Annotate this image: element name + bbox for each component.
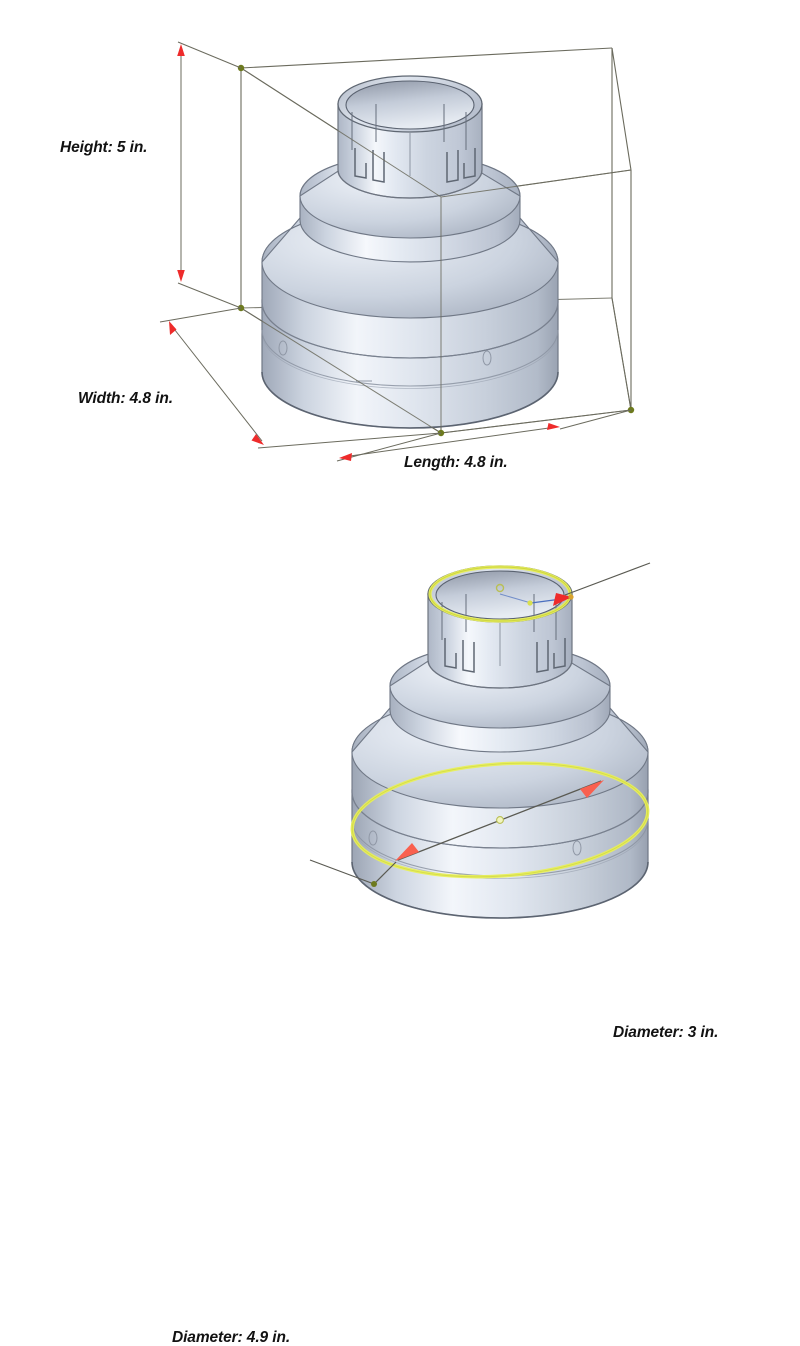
dimension-label-diameter-bottom: Diameter: 4.9 in. [172,1329,291,1346]
bayonet-tab-left [354,148,385,183]
bayonet-tab-right [536,638,566,673]
leader-line-diameter-bottom [309,859,397,887]
dimension-length [336,409,632,462]
bayonet-slot-group [351,104,467,150]
bayonet-tab-left [444,638,475,673]
part-model-reducer [261,75,559,429]
diameter-highlight-bottom [350,761,650,879]
dimension-label-diameter-top: Diameter: 3 in. [613,1024,719,1041]
surface-detail-marks [278,340,492,382]
leader-line-diameter-top [564,562,651,596]
dimension-label-height: Height: 5 in. [60,139,148,156]
surface-detail-marks [368,583,582,856]
bounding-box-front-edges [240,67,632,434]
bounding-box-view: Height: 5 in. Width: 4.8 in. Length: 4.8… [0,0,800,490]
diameter-highlight-top [428,565,574,623]
dimension-height [177,41,242,309]
dimension-label-width: Width: 4.8 in. [78,390,173,407]
dimension-label-length: Length: 4.8 in. [404,454,508,471]
bayonet-tab-right [446,148,476,183]
dimension-width [159,307,442,449]
diameter-view: Diameter: 3 in. Diameter: 4.9 in. [0,490,800,1345]
